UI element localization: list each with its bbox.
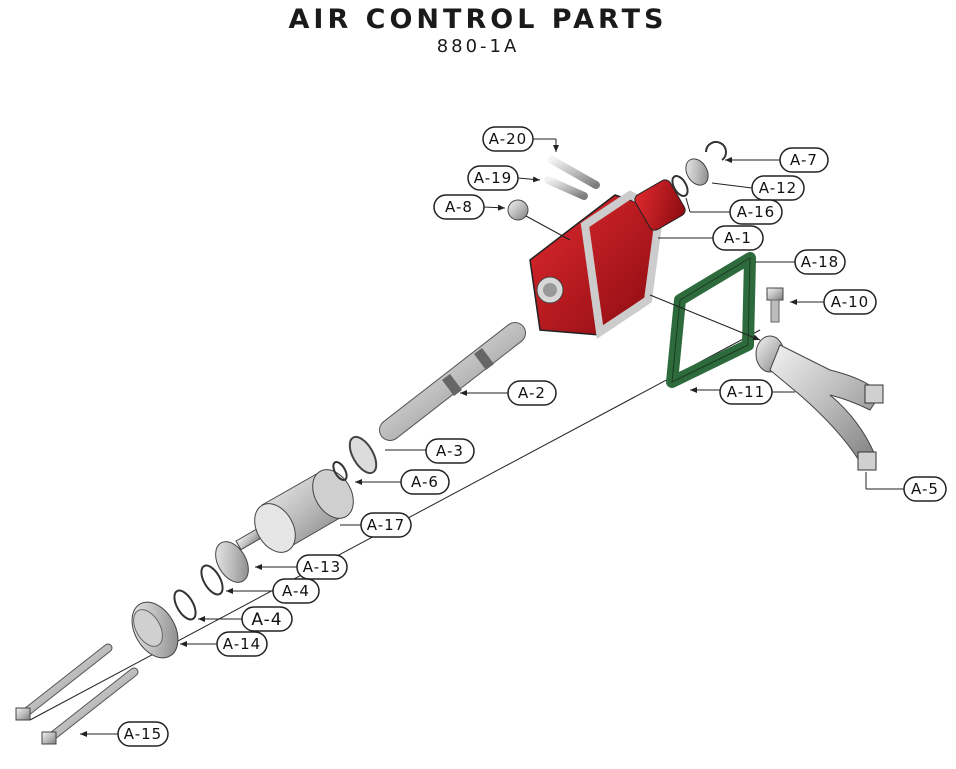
callout-a6: A-6 — [400, 469, 450, 495]
small-o-ring-part — [332, 460, 348, 482]
callout-a4-second: A-4 — [241, 606, 293, 632]
o-ring-small-part — [200, 564, 224, 596]
clamp-bolt-part — [766, 287, 784, 323]
callout-a10: A-10 — [823, 289, 877, 315]
callout-a5: A-5 — [903, 476, 947, 502]
callout-a14: A-14 — [216, 631, 268, 657]
washer-part — [348, 435, 378, 475]
callout-a1-label: A-1 — [724, 229, 752, 247]
long-bolts-part — [15, 643, 139, 745]
callout-a20: A-20 — [482, 126, 534, 152]
callout-a2-label: A-2 — [518, 384, 546, 402]
shift-shaft-part — [379, 322, 526, 441]
callout-a20-label: A-20 — [489, 130, 527, 148]
callout-a19-label: A-19 — [474, 169, 512, 187]
callout-a13-label: A-13 — [303, 558, 341, 576]
snap-ring-a7-part — [705, 141, 727, 161]
bolt-a20-part — [548, 156, 600, 189]
callout-a18: A-18 — [794, 249, 846, 275]
callout-a15: A-15 — [117, 721, 169, 747]
end-cap-part — [131, 601, 179, 659]
callout-a4: A-4 — [272, 578, 320, 604]
bolt-a19-part — [544, 176, 588, 200]
callout-a17-label: A-17 — [367, 516, 405, 534]
callout-a3-label: A-3 — [436, 442, 464, 460]
callout-a4-second-label: A-4 — [251, 610, 282, 630]
piston-part — [215, 526, 266, 583]
callout-a10-label: A-10 — [831, 293, 869, 311]
callout-a19: A-19 — [467, 165, 519, 191]
callout-a7: A-7 — [779, 147, 829, 173]
callout-a16: A-16 — [729, 199, 783, 225]
callout-a16-label: A-16 — [737, 203, 775, 221]
callout-a3: A-3 — [425, 438, 475, 464]
callout-a2: A-2 — [507, 380, 557, 406]
callout-a11: A-11 — [719, 379, 773, 405]
callout-a11-label: A-11 — [727, 383, 765, 401]
housing-part — [529, 179, 686, 339]
callout-a8: A-8 — [433, 194, 485, 220]
callout-a6-label: A-6 — [411, 473, 439, 491]
cylinder-part — [254, 469, 354, 553]
o-ring-large-part — [173, 589, 197, 621]
callout-a8-label: A-8 — [445, 198, 473, 216]
diagram-title: AIR CONTROL PARTS — [288, 4, 668, 35]
callout-a1: A-1 — [712, 225, 764, 251]
diagram-subtitle: 880-1A — [436, 36, 520, 57]
callout-a18-label: A-18 — [801, 253, 839, 271]
callout-a12-label: A-12 — [759, 179, 797, 197]
o-ring-a16-part — [671, 175, 689, 197]
leader-lines — [80, 138, 904, 737]
callout-a13: A-13 — [296, 554, 348, 580]
callout-a15-label: A-15 — [124, 725, 162, 743]
air-fitting-part — [507, 199, 571, 241]
callout-a17: A-17 — [360, 512, 412, 538]
callout-a5-label: A-5 — [911, 480, 939, 498]
gasket-outline — [671, 257, 751, 383]
callout-a12: A-12 — [751, 175, 805, 201]
callout-a7-label: A-7 — [790, 151, 818, 169]
shift-fork-part — [755, 335, 884, 471]
callout-a4-label: A-4 — [282, 582, 310, 600]
bearing-a12-part — [685, 158, 709, 186]
callout-a14-label: A-14 — [223, 635, 261, 653]
